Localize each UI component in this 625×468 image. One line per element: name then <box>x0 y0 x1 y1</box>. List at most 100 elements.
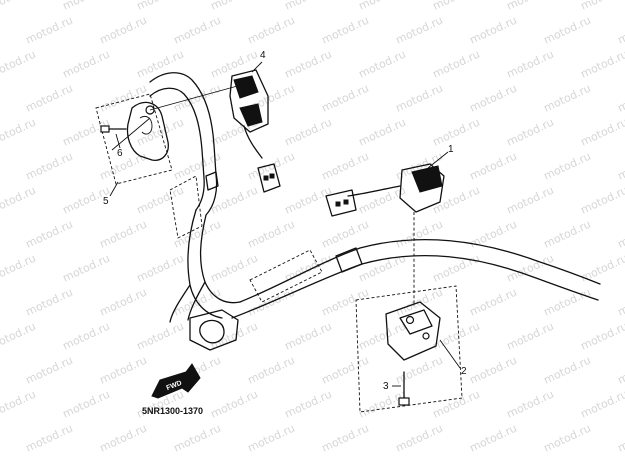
watermark-text: motod.ru <box>394 218 445 251</box>
watermark-text: motod.ru <box>246 14 297 47</box>
watermark-text: motod.ru <box>468 14 519 47</box>
watermark-text: motod.ru <box>98 14 149 47</box>
watermark-text: motod.ru <box>320 218 371 251</box>
watermark-text: motod.ru <box>0 0 38 13</box>
watermark-text: motod.ru <box>468 354 519 387</box>
leader-lines <box>109 61 263 197</box>
watermark-text: motod.ru <box>616 286 625 319</box>
callout-5: 5 <box>103 196 109 207</box>
watermark-text: motod.ru <box>24 14 75 47</box>
watermark-text: motod.ru <box>579 320 625 353</box>
watermark-text: motod.ru <box>61 252 112 285</box>
watermark-text: motod.ru <box>246 218 297 251</box>
watermark-text: motod.ru <box>209 252 260 285</box>
watermark-text: motod.ru <box>357 116 408 149</box>
watermark-text: motod.ru <box>542 150 593 183</box>
watermark-text: motod.ru <box>505 116 556 149</box>
callout-1: 1 <box>448 144 454 155</box>
watermark-text: motod.ru <box>209 388 260 421</box>
handlebar <box>149 72 601 351</box>
watermark-text: motod.ru <box>320 354 371 387</box>
watermark-text: motod.ru <box>542 82 593 115</box>
watermark-text: motod.ru <box>283 48 334 81</box>
watermark-text: motod.ru <box>505 0 556 13</box>
watermark-text: motod.ru <box>24 150 75 183</box>
watermark-text: motod.ru <box>24 354 75 387</box>
watermark-text: motod.ru <box>579 116 625 149</box>
watermark-text: motod.ru <box>135 320 186 353</box>
part-1-switch <box>325 151 449 306</box>
watermark-text: motod.ru <box>24 218 75 251</box>
watermark-text: motod.ru <box>468 422 519 455</box>
watermark-text: motod.ru <box>394 14 445 47</box>
watermark-text: motod.ru <box>542 286 593 319</box>
part-2-switch-housing <box>355 285 463 413</box>
watermark-text: motod.ru <box>246 422 297 455</box>
callout-6: 6 <box>117 148 123 159</box>
watermark-text: motod.ru <box>61 388 112 421</box>
watermark-text: motod.ru <box>579 252 625 285</box>
watermark-text: motod.ru <box>468 82 519 115</box>
watermark-text: motod.ru <box>24 82 75 115</box>
watermark-text: motod.ru <box>468 286 519 319</box>
callout-3: 3 <box>383 381 389 392</box>
watermark-text: motod.ru <box>283 184 334 217</box>
watermark-text: motod.ru <box>0 320 38 353</box>
watermark-text: motod.ru <box>98 286 149 319</box>
watermark-text: motod.ru <box>135 184 186 217</box>
watermark-text: motod.ru <box>616 150 625 183</box>
watermark-text: motod.ru <box>98 218 149 251</box>
watermark-text: motod.ru <box>357 320 408 353</box>
watermark-text: motod.ru <box>0 48 38 81</box>
watermark-text: motod.ru <box>283 388 334 421</box>
watermark-text: motod.ru <box>98 82 149 115</box>
watermark-text: motod.ru <box>283 0 334 13</box>
watermark-text: motod.ru <box>505 252 556 285</box>
watermark-text: motod.ru <box>283 320 334 353</box>
watermark-text: motod.ru <box>542 14 593 47</box>
watermark-text: motod.ru <box>246 354 297 387</box>
watermark-text: motod.ru <box>61 0 112 13</box>
watermark-text: motod.ru <box>24 422 75 455</box>
watermark-text: motod.ru <box>431 320 482 353</box>
watermark-text: motod.ru <box>98 422 149 455</box>
watermark-text: motod.ru <box>542 354 593 387</box>
watermark-text: motod.ru <box>98 354 149 387</box>
watermark-text: motod.ru <box>616 14 625 47</box>
watermark-text: motod.ru <box>468 150 519 183</box>
watermark-text: motod.ru <box>357 48 408 81</box>
watermark-text: motod.ru <box>431 388 482 421</box>
watermark-text: motod.ru <box>61 48 112 81</box>
watermark-text: motod.ru <box>24 286 75 319</box>
watermark-text: motod.ru <box>320 82 371 115</box>
part-3-screw <box>392 371 410 406</box>
watermark-text: motod.ru <box>579 184 625 217</box>
watermark-text: motod.ru <box>431 116 482 149</box>
watermark-text: motod.ru <box>505 320 556 353</box>
watermark-text: motod.ru <box>431 0 482 13</box>
watermark-text: motod.ru <box>431 184 482 217</box>
watermark-text: motod.ru <box>172 14 223 47</box>
callout-4: 4 <box>260 50 266 61</box>
watermark-text: motod.ru <box>468 218 519 251</box>
watermark-text: motod.ru <box>394 354 445 387</box>
watermark-text: motod.ru <box>357 0 408 13</box>
watermark-text: motod.ru <box>320 14 371 47</box>
watermark-text: motod.ru <box>135 252 186 285</box>
watermark-text: motod.ru <box>616 82 625 115</box>
watermark-text: motod.ru <box>431 48 482 81</box>
watermark-text: motod.ru <box>394 422 445 455</box>
watermark-text: motod.ru <box>0 184 38 217</box>
watermark-text: motod.ru <box>320 150 371 183</box>
watermark-text: motod.ru <box>579 48 625 81</box>
watermark-text: motod.ru <box>579 0 625 13</box>
watermark-text: motod.ru <box>542 422 593 455</box>
part-code-label: 5NR1300-1370 <box>142 406 203 416</box>
callout-2: 2 <box>461 366 467 377</box>
watermark-text: motod.ru <box>172 218 223 251</box>
watermark-text: motod.ru <box>0 252 38 285</box>
watermark-text: motod.ru <box>0 116 38 149</box>
watermark-text: motod.ru <box>320 286 371 319</box>
